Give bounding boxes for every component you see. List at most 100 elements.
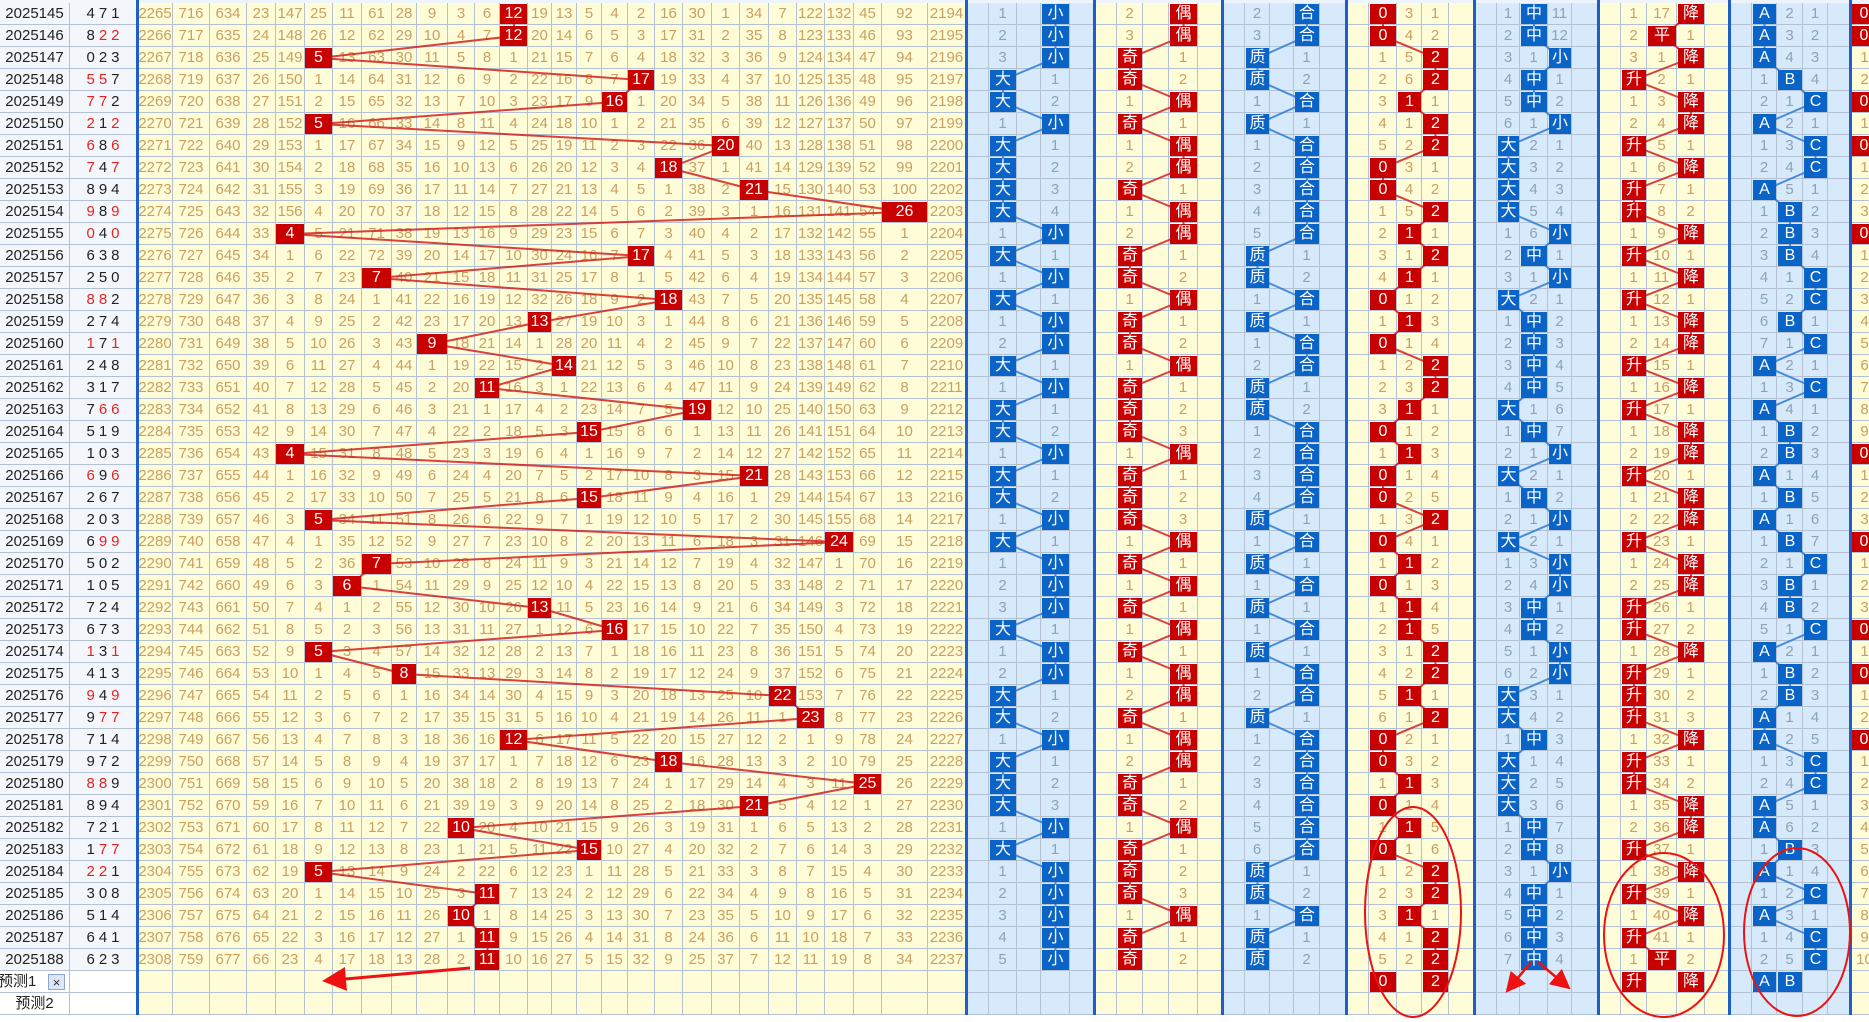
predict-sum-cell[interactable]: [448, 971, 475, 993]
predict-sum-cell[interactable]: [882, 971, 928, 993]
predict-big_mid_small-cell[interactable]: [1548, 993, 1572, 1015]
close-icon[interactable]: ×: [48, 974, 65, 990]
predict-big_small-cell[interactable]: [1070, 993, 1094, 1015]
predict-sum-cell[interactable]: [305, 971, 333, 993]
predict-trend-cell[interactable]: [1621, 993, 1647, 1015]
predict-sum-cell[interactable]: [854, 971, 882, 993]
predict-abc-cell[interactable]: [1803, 971, 1828, 993]
predict-abc-marker[interactable]: B: [1778, 972, 1802, 992]
predict-route_012-cell[interactable]: [1449, 971, 1474, 993]
predict-abc-cell[interactable]: [1729, 971, 1752, 993]
predict-sum-cell[interactable]: [740, 971, 769, 993]
predict-sum-cell[interactable]: [528, 993, 552, 1015]
predict-sum-cell[interactable]: [333, 993, 362, 1015]
predict-sum-cell[interactable]: [333, 971, 362, 993]
predict-sum-cell[interactable]: [552, 971, 577, 993]
predict-sum-cell[interactable]: [797, 993, 825, 1015]
predict-sum-cell[interactable]: [628, 971, 655, 993]
predict-prime_composite-cell[interactable]: [1222, 993, 1245, 1015]
predict-odd_even-cell[interactable]: [1094, 971, 1117, 993]
predict-sum-cell[interactable]: [602, 971, 628, 993]
predict-sum-cell[interactable]: [173, 993, 210, 1015]
predict-trend-cell[interactable]: [1647, 993, 1677, 1015]
predict-sum-cell[interactable]: [577, 993, 602, 1015]
predict-big_mid_small-cell[interactable]: [1548, 971, 1572, 993]
predict-trend-cell[interactable]: [1705, 993, 1729, 1015]
predict-sum-cell[interactable]: [362, 993, 392, 1015]
predict-sum-cell[interactable]: [769, 993, 797, 1015]
predict-sum-cell[interactable]: [882, 993, 928, 1015]
predict-big_small-cell[interactable]: [989, 971, 1017, 993]
predict-number-cell[interactable]: [70, 971, 137, 993]
predict-sum-cell[interactable]: [247, 971, 276, 993]
predict-route_012-marker[interactable]: 2: [1423, 972, 1448, 992]
predict-sum-cell[interactable]: [552, 993, 577, 1015]
predict-big_small-cell[interactable]: [989, 993, 1017, 1015]
predict-odd_even-cell[interactable]: [1117, 971, 1143, 993]
predict-sum-cell[interactable]: [928, 971, 966, 993]
predict-abc-cell[interactable]: [1803, 993, 1828, 1015]
predict-abc-cell[interactable]: [1828, 971, 1850, 993]
predict-trend-marker[interactable]: 升: [1622, 972, 1646, 992]
predict-trend-cell[interactable]: [1598, 971, 1621, 993]
predict-big_mid_small-cell[interactable]: [1474, 971, 1497, 993]
predict-odd_even-cell[interactable]: [1198, 993, 1222, 1015]
predict-odd_even-cell[interactable]: [1143, 971, 1169, 993]
predict-sum-cell[interactable]: [683, 971, 712, 993]
predict-trend-cell[interactable]: [1598, 993, 1621, 1015]
predict-sum-cell[interactable]: [825, 971, 854, 993]
predict-big_small-cell[interactable]: [966, 993, 989, 1015]
predict-route_012-cell[interactable]: [1346, 993, 1369, 1015]
predict-big_mid_small-cell[interactable]: [1520, 971, 1548, 993]
predict-big_small-cell[interactable]: [1017, 993, 1041, 1015]
predict-sum-cell[interactable]: [769, 971, 797, 993]
predict-sum-cell[interactable]: [740, 993, 769, 1015]
predict-prime_composite-cell[interactable]: [1320, 993, 1346, 1015]
predict-sum-cell[interactable]: [602, 993, 628, 1015]
predict-prime_composite-cell[interactable]: [1222, 971, 1245, 993]
predict-big_mid_small-cell[interactable]: [1497, 993, 1520, 1015]
predict-big_mid_small-cell[interactable]: [1572, 993, 1598, 1015]
predict-route_012-cell[interactable]: [1449, 993, 1474, 1015]
predict-sum-cell[interactable]: [417, 971, 448, 993]
predict-sum-cell[interactable]: [210, 971, 247, 993]
predict-abc-marker[interactable]: A: [1753, 972, 1776, 992]
predict-big_small-cell[interactable]: [1070, 971, 1094, 993]
predict-sum-cell[interactable]: [362, 971, 392, 993]
predict-sum-cell[interactable]: [392, 993, 417, 1015]
predict-odd_even-cell[interactable]: [1169, 993, 1198, 1015]
predict-number-cell[interactable]: [70, 993, 137, 1015]
predict-sum-cell[interactable]: [500, 993, 528, 1015]
predict-odd_even-cell[interactable]: [1143, 993, 1169, 1015]
predict-sum-cell[interactable]: [854, 993, 882, 1015]
predict-sum-cell[interactable]: [577, 971, 602, 993]
predict-big_small-cell[interactable]: [1041, 971, 1070, 993]
predict-sum-cell[interactable]: [500, 971, 528, 993]
predict-sum-cell[interactable]: [392, 971, 417, 993]
predict-big_mid_small-cell[interactable]: [1572, 971, 1598, 993]
predict-sum-cell[interactable]: [712, 993, 740, 1015]
predict-big_mid_small-cell[interactable]: [1474, 993, 1497, 1015]
predict-prime_composite-cell[interactable]: [1294, 993, 1320, 1015]
predict-prime_composite-cell[interactable]: [1270, 971, 1294, 993]
predict-route_012-cell[interactable]: [1422, 993, 1449, 1015]
predict-sum-cell[interactable]: [417, 993, 448, 1015]
predict-trend-marker[interactable]: 降: [1678, 972, 1704, 992]
predict-last_column-cell[interactable]: [1850, 993, 1869, 1015]
predict-route_012-cell[interactable]: [1369, 993, 1397, 1015]
predict-sum-cell[interactable]: [475, 971, 500, 993]
predict-prime_composite-cell[interactable]: [1270, 993, 1294, 1015]
predict-trend-cell[interactable]: [1677, 993, 1705, 1015]
predict-sum-cell[interactable]: [138, 971, 173, 993]
predict-prime_composite-cell[interactable]: [1320, 971, 1346, 993]
predict-sum-cell[interactable]: [825, 993, 854, 1015]
predict-big_mid_small-cell[interactable]: [1520, 993, 1548, 1015]
predict-abc-cell[interactable]: [1777, 993, 1803, 1015]
predict-route_012-cell[interactable]: [1346, 971, 1369, 993]
predict-sum-cell[interactable]: [797, 971, 825, 993]
predict-sum-cell[interactable]: [528, 971, 552, 993]
predict-route_012-cell[interactable]: [1397, 971, 1422, 993]
predict-sum-cell[interactable]: [928, 993, 966, 1015]
predict-sum-cell[interactable]: [683, 993, 712, 1015]
predict-big_mid_small-cell[interactable]: [1497, 971, 1520, 993]
